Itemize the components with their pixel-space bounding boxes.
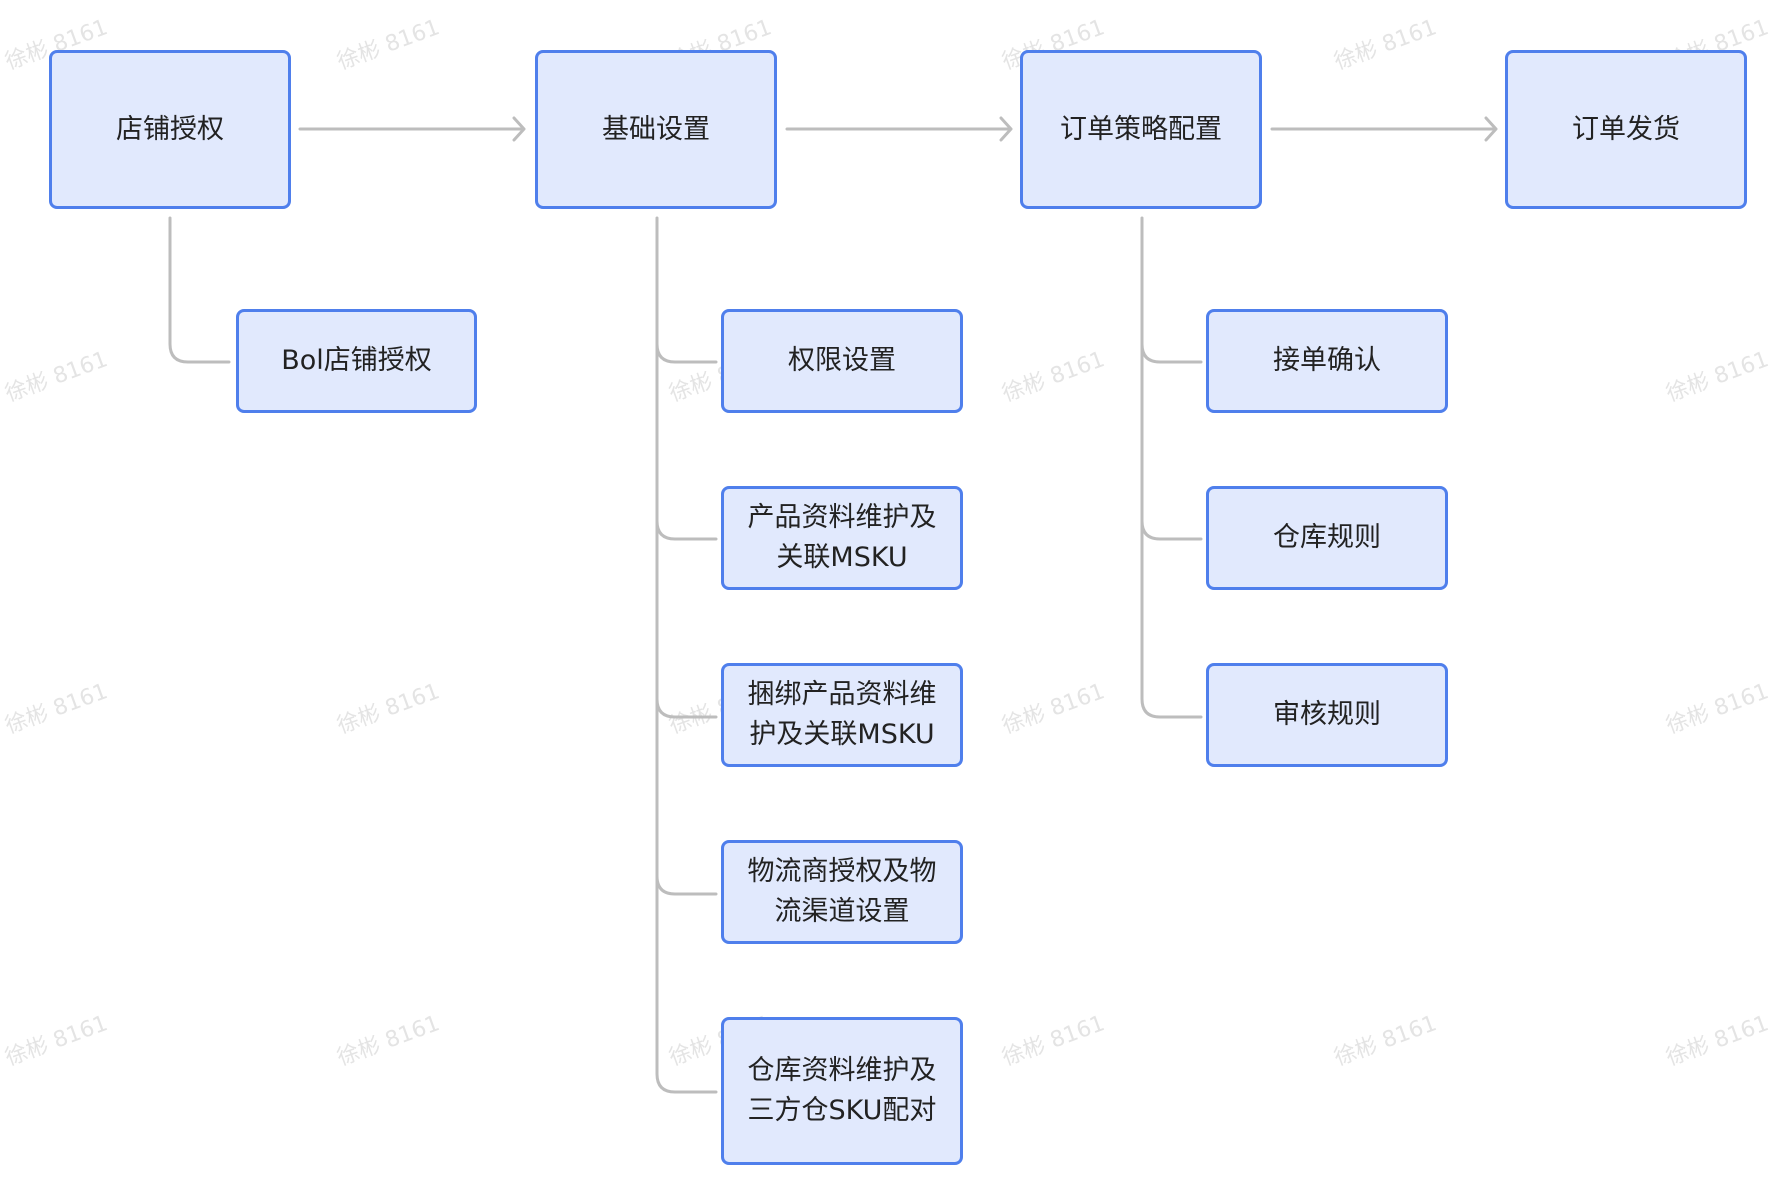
node-product-data: 产品资料维护及关联MSKU: [721, 486, 963, 590]
node-label: 仓库资料维护及三方仓SKU配对: [747, 1055, 937, 1126]
node-warehouse-data: 仓库资料维护及三方仓SKU配对: [721, 1017, 963, 1165]
node-label: 审核规则: [1273, 699, 1381, 730]
node-label: 订单发货: [1572, 113, 1680, 145]
node-order-strategy: 订单策略配置: [1020, 50, 1262, 209]
arrow-basic-settings-to-order-strategy: [785, 116, 1013, 142]
node-label: 仓库规则: [1273, 522, 1381, 553]
connector-order-strategy-trunk: [1140, 216, 1203, 719]
node-permission-settings: 权限设置: [721, 309, 963, 413]
connector-permission-settings: [655, 342, 718, 364]
arrow-order-strategy-to-order-shipping: [1270, 116, 1498, 142]
node-warehouse-rules: 仓库规则: [1206, 486, 1448, 590]
connector-order-confirm: [1140, 342, 1203, 364]
node-bol-shop-auth: Bol店铺授权: [236, 309, 477, 413]
node-logistics-auth: 物流商授权及物流渠道设置: [721, 840, 963, 944]
node-label: 权限设置: [788, 345, 896, 376]
node-label: 产品资料维护及关联MSKU: [747, 502, 937, 573]
arrow-shop-auth-to-basic-settings: [298, 116, 526, 142]
node-label: 物流商授权及物流渠道设置: [747, 856, 937, 927]
connector-shop-auth-branch: [168, 216, 231, 364]
node-bundle-product-data: 捆绑产品资料维护及关联MSKU: [721, 663, 963, 767]
node-label: 基础设置: [602, 113, 710, 145]
connector-warehouse-rules: [1140, 519, 1203, 541]
connector-product-data: [655, 519, 718, 541]
node-basic-settings: 基础设置: [535, 50, 777, 209]
connector-logistics-auth: [655, 874, 718, 896]
node-label: 订单策略配置: [1060, 113, 1222, 145]
node-label: 接单确认: [1273, 345, 1381, 376]
connector-bundle-product-data: [655, 697, 718, 719]
node-shop-auth: 店铺授权: [49, 50, 291, 209]
node-order-confirm: 接单确认: [1206, 309, 1448, 413]
node-order-shipping: 订单发货: [1505, 50, 1747, 209]
node-label: 店铺授权: [116, 113, 224, 145]
node-label: 捆绑产品资料维护及关联MSKU: [747, 679, 937, 750]
node-label: Bol店铺授权: [281, 345, 432, 376]
connector-basic-settings-trunk: [655, 216, 718, 1094]
node-review-rules: 审核规则: [1206, 663, 1448, 767]
